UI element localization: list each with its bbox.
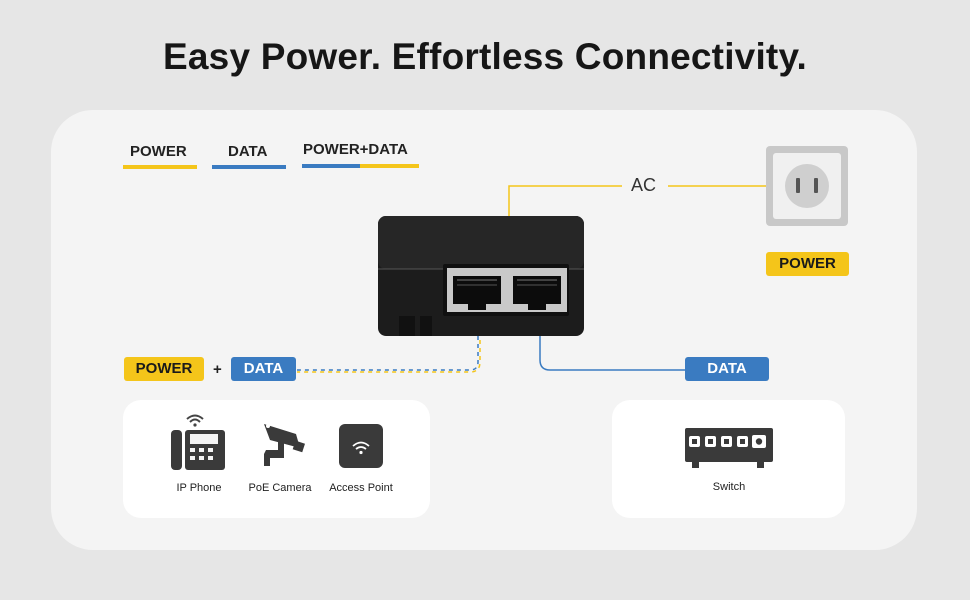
legend-power-bar: [123, 165, 197, 169]
access-point-icon: [339, 424, 383, 468]
switch-card: Switch: [612, 400, 845, 518]
switch-icon: [685, 428, 773, 468]
device-label-camera: PoE Camera: [248, 482, 312, 494]
ac-power-line: [508, 185, 622, 216]
ip-phone-icon: [171, 414, 225, 470]
device-label-switch: Switch: [712, 481, 746, 493]
outlet-power-badge: POWER: [766, 252, 849, 276]
data-line: [539, 312, 688, 371]
device-label-access-point: Access Point: [329, 482, 393, 494]
legend-power-data-label: POWER+DATA: [303, 141, 408, 158]
device-label-ip-phone: IP Phone: [176, 482, 222, 494]
legend-power-data-bar-yellow: [360, 164, 419, 168]
device-power-badge: POWER: [124, 357, 204, 381]
legend-power-label: POWER: [130, 143, 187, 160]
devices-card: IP Phone PoE Camera Access Point: [123, 400, 430, 518]
device-data-badge: DATA: [231, 357, 296, 381]
ac-outlet-icon: [766, 146, 848, 226]
camera-icon: [264, 424, 305, 466]
plus-sign: +: [213, 361, 222, 378]
page-title: Easy Power. Effortless Connectivity.: [163, 36, 807, 77]
switch-data-badge: DATA: [685, 357, 769, 381]
power-data-line-blue: [297, 312, 479, 371]
legend-power-data-bar-blue: [302, 164, 360, 168]
ethernet-port-right-icon: [507, 268, 567, 312]
ac-label: AC: [625, 175, 663, 196]
legend-data-bar: [212, 165, 286, 169]
ethernet-port-left-icon: [447, 268, 507, 312]
legend-data-label: DATA: [228, 143, 268, 160]
